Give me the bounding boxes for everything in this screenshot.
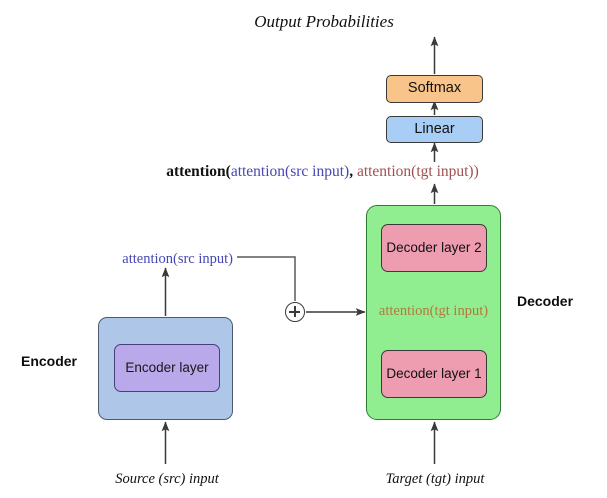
decoder-layer-1-block[interactable]: Decoder layer 1	[381, 350, 487, 398]
output-probabilities-label: Output Probabilities	[0, 12, 607, 32]
formula-tgt-term: attention(tgt input))	[356, 163, 479, 180]
decoder-layer-2-block[interactable]: Decoder layer 2	[381, 224, 487, 272]
encoder-layer-block[interactable]: Encoder layer	[114, 344, 220, 392]
encoder-layer-label: Encoder layer	[125, 359, 209, 375]
softmax-label: Softmax	[407, 80, 462, 97]
plus-circle-icon	[285, 302, 305, 322]
attention-formula: attention(attention(src input), attentio…	[0, 163, 607, 181]
wire-attention-src-to-plus	[237, 256, 296, 301]
linear-label: Linear	[414, 120, 455, 137]
target-input-label: Target (tgt) input	[385, 471, 485, 487]
output-probabilities-text: Output Probabilities	[254, 12, 394, 31]
linear-block[interactable]: Linear	[386, 116, 483, 143]
encoder-title: Encoder	[20, 353, 77, 369]
formula-src-term: attention(src input)	[230, 163, 350, 180]
softmax-block[interactable]: Softmax	[386, 75, 483, 103]
formula-outer-open: attention(	[166, 163, 231, 180]
source-input-label: Source (src) input	[115, 471, 219, 487]
attention-tgt-label: attention(tgt input)	[378, 303, 489, 319]
formula-separator: ,	[349, 163, 357, 180]
decoder-title: Decoder	[517, 293, 574, 309]
decoder-layer-1-label: Decoder layer 1	[386, 365, 482, 381]
attention-src-label: attention(src input)	[122, 251, 233, 267]
decoder-layer-2-label: Decoder layer 2	[386, 239, 482, 255]
